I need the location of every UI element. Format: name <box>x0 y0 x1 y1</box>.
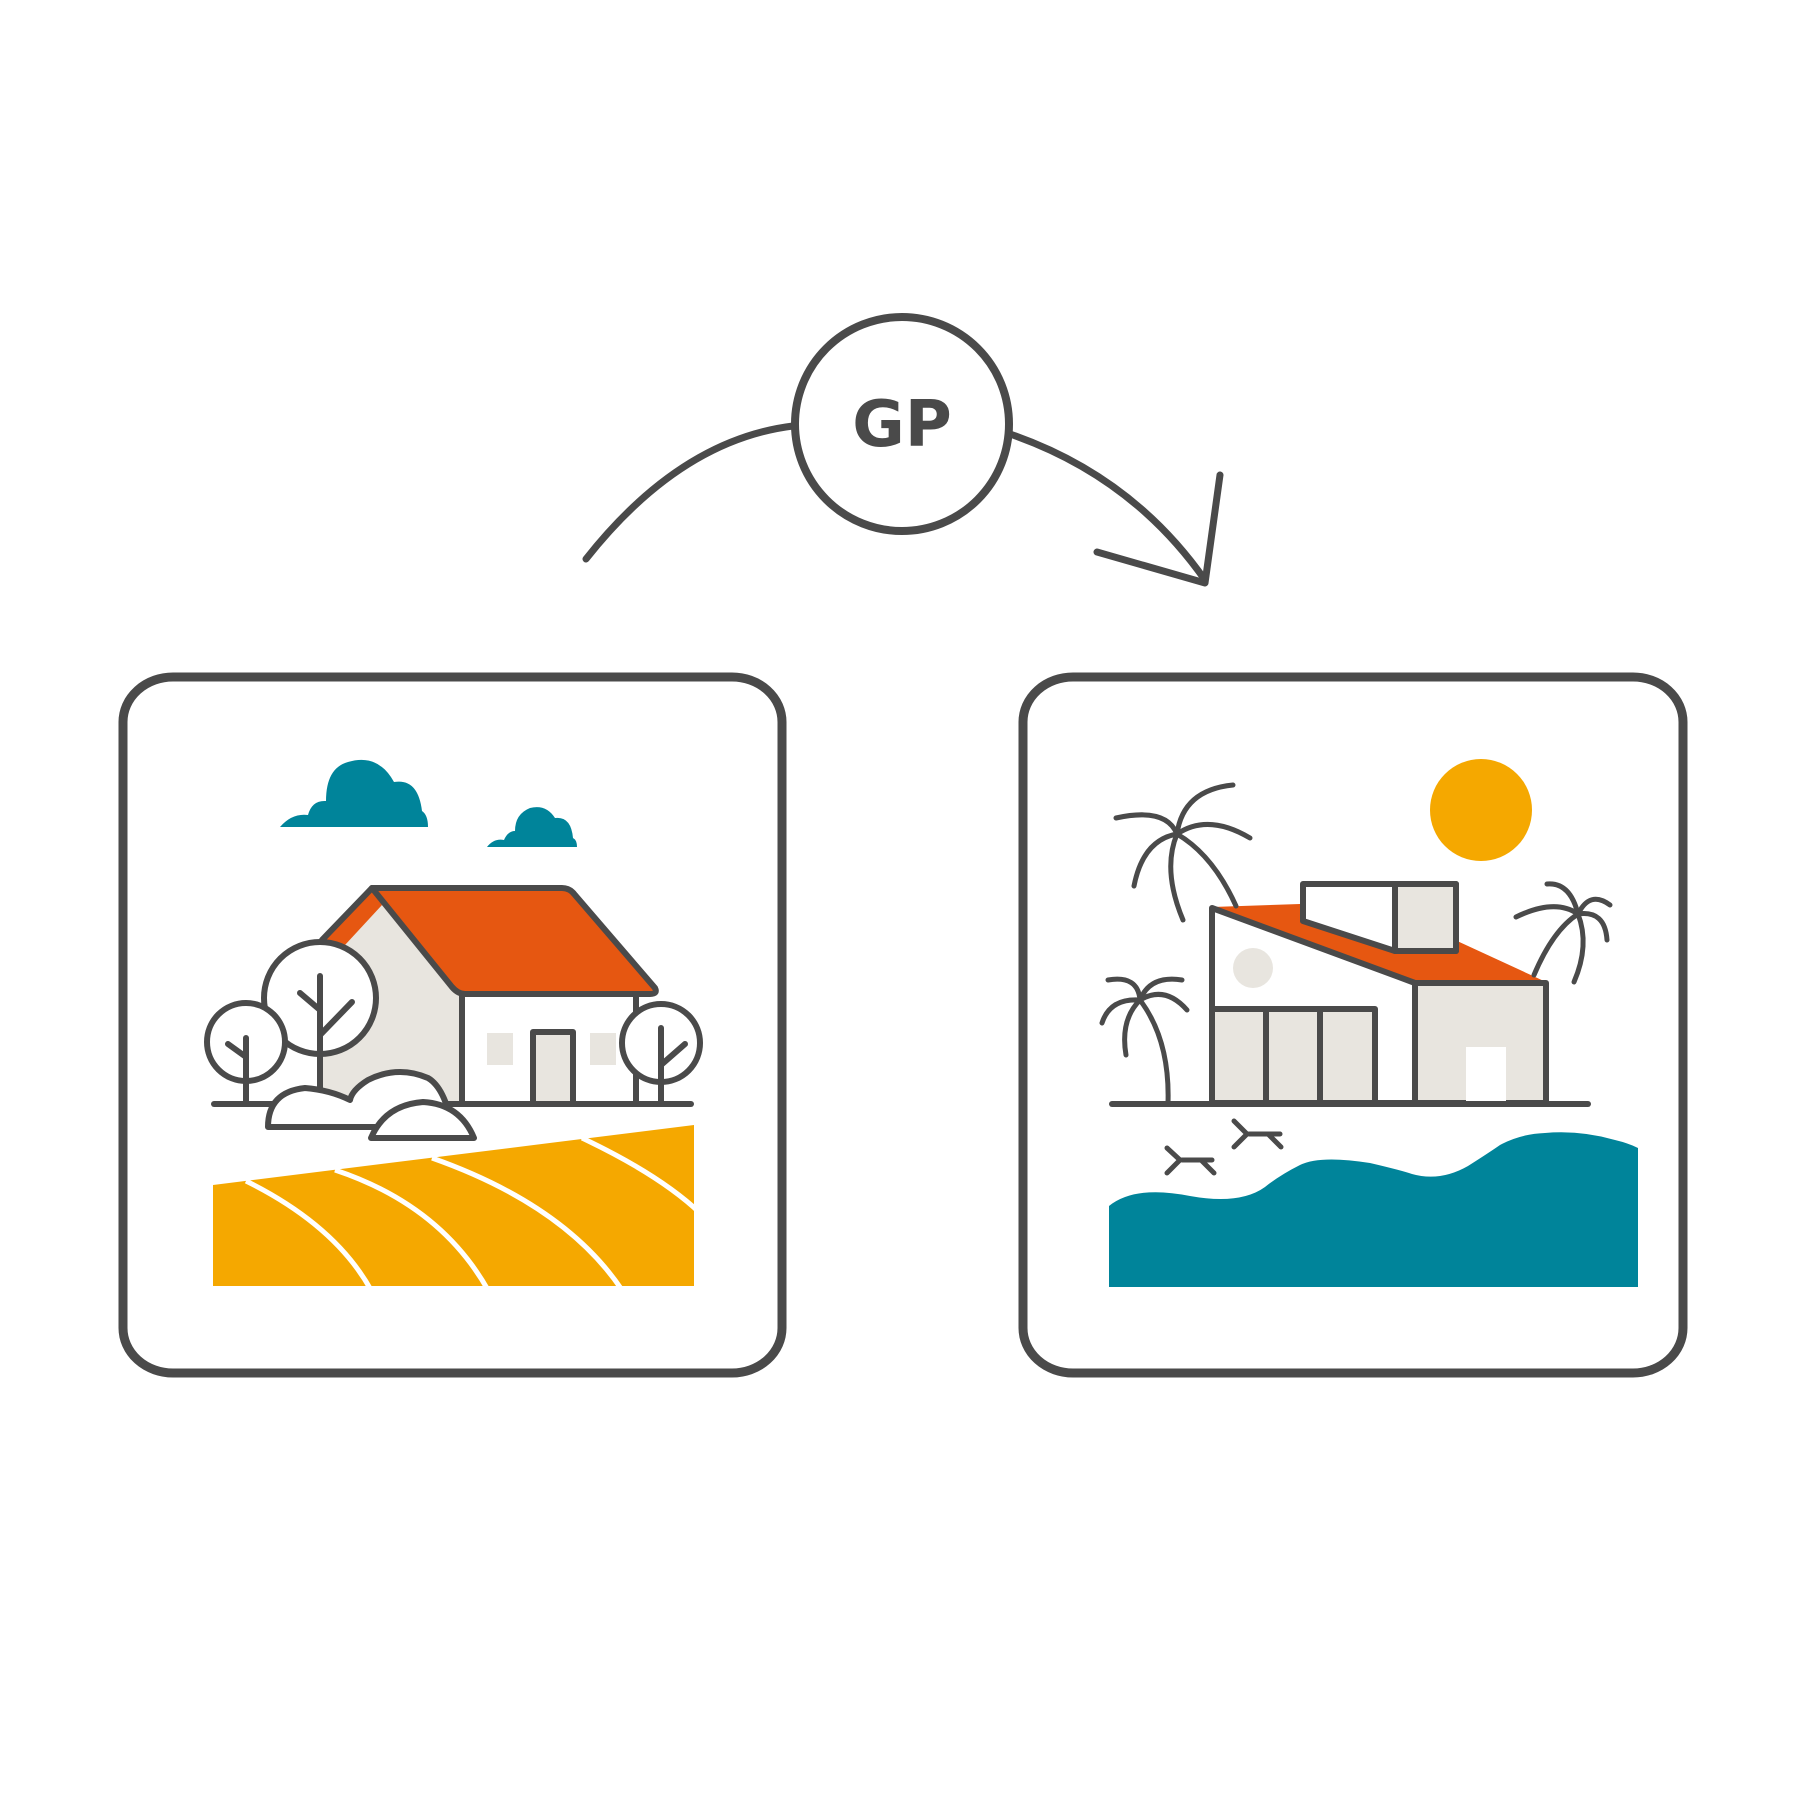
tree-icon <box>261 939 379 1091</box>
arrowhead-icon <box>1093 471 1224 587</box>
arrow-left-arc <box>582 422 797 563</box>
palm-tree-icon <box>1113 782 1253 923</box>
window <box>487 1033 513 1065</box>
bird-icon <box>1164 1145 1217 1176</box>
left-panel <box>118 672 787 1378</box>
gp-badge: GP <box>791 313 1013 535</box>
sun-icon <box>1430 759 1532 861</box>
badge-circle <box>791 313 1013 535</box>
bird-icon <box>1231 1118 1284 1150</box>
right-panel <box>1018 672 1688 1378</box>
badge-label: GP <box>852 388 951 462</box>
round-window <box>1233 948 1273 988</box>
cloud-icon <box>487 807 577 847</box>
palm-tree-icon <box>1099 976 1190 1106</box>
tree-icon <box>619 1001 703 1105</box>
sea <box>1109 1132 1638 1287</box>
seaside-villa-icon <box>1209 881 1549 1106</box>
door <box>1466 1047 1506 1103</box>
door <box>530 1029 576 1107</box>
palm-tree-icon <box>1513 881 1613 985</box>
cloud-icon <box>280 759 428 827</box>
countryside-house-icon <box>319 885 659 1107</box>
field <box>213 1125 702 1292</box>
bush-icon <box>265 1068 477 1141</box>
arrow-right-arc <box>1006 430 1209 584</box>
tree-icon <box>204 1000 288 1105</box>
curved-arrow-icon <box>582 422 1224 587</box>
window <box>590 1033 616 1065</box>
